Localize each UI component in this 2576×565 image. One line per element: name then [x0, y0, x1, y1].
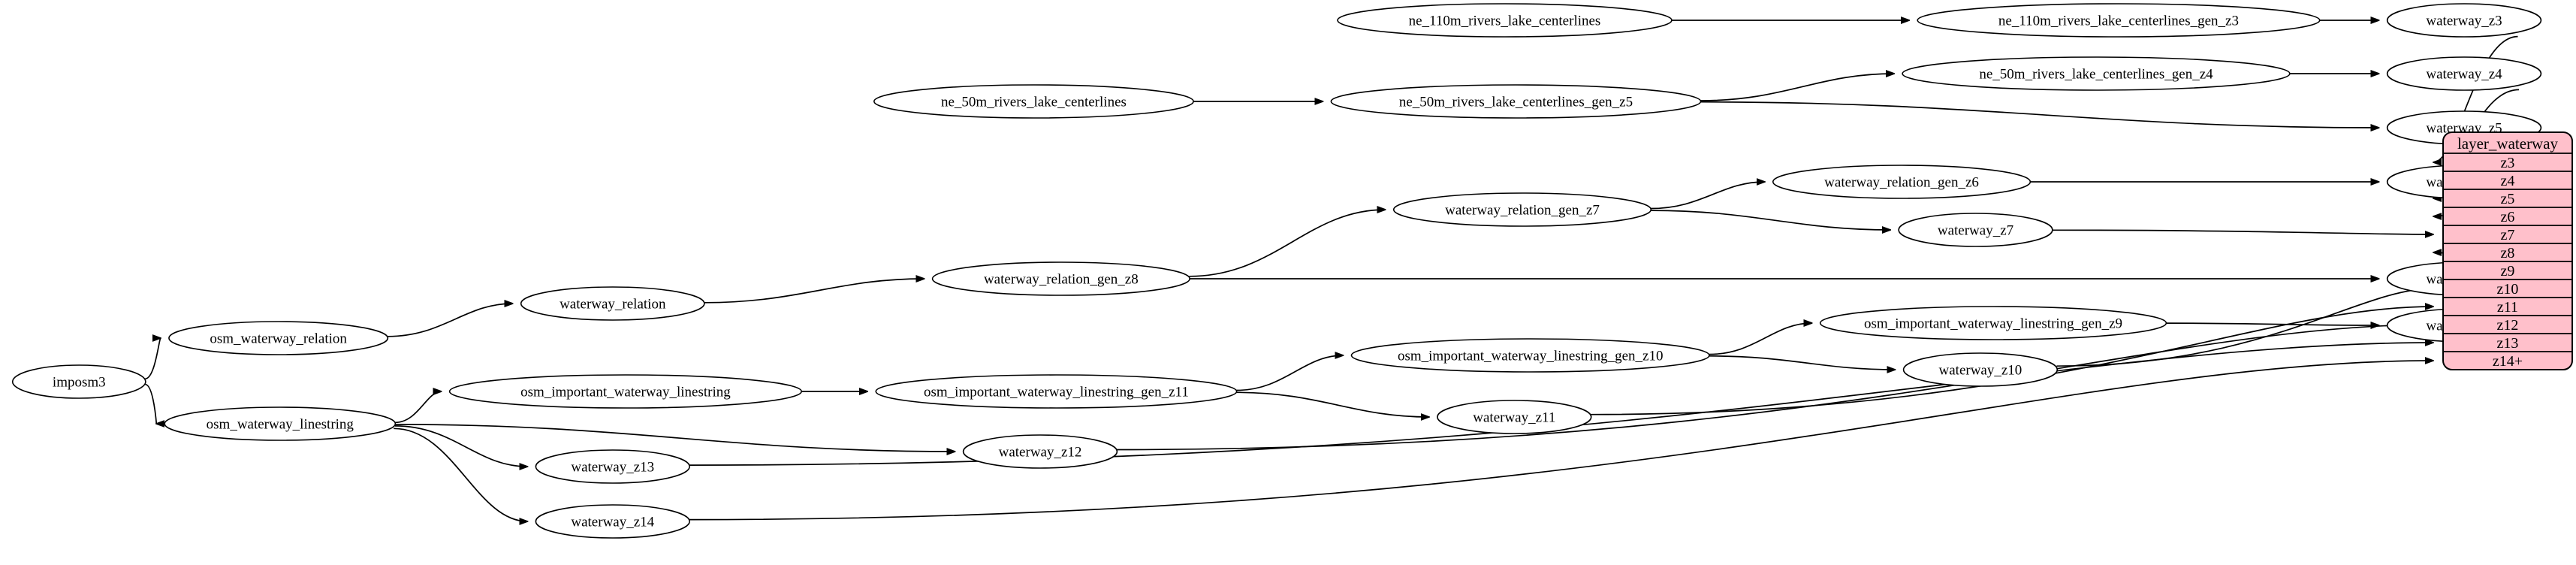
node-waterway_z4[interactable]: waterway_z4 [2386, 56, 2542, 91]
node-ne_110m_rivers_lake_centerlines_gen_z3[interactable]: ne_110m_rivers_lake_centerlines_gen_z3 [1917, 3, 2321, 38]
nodes-layer: imposm3 osm_waterway_relation osm_waterway… [11, 3, 2542, 539]
node-shape-waterway_relation_gen_z6 [1772, 165, 2032, 199]
edge-osm_waterway_linestring-to-waterway_z13 [394, 425, 528, 467]
node-shape-waterway_z14 [535, 504, 690, 539]
record-cell-z5[interactable]: z5 [2501, 191, 2515, 207]
node-osm_important_waterway_linestring_gen_z9[interactable]: osm_important_waterway_linestring_gen_z9 [1819, 306, 2167, 340]
node-shape-ne_110m_rivers_lake_centerlines_gen_z3 [1917, 3, 2321, 38]
node-waterway_relation_gen_z7[interactable]: waterway_relation_gen_z7 [1392, 192, 1652, 227]
node-ne_110m_rivers_lake_centerlines[interactable]: ne_110m_rivers_lake_centerlines [1337, 3, 1673, 38]
node-waterway_z7[interactable]: waterway_z7 [1898, 213, 2053, 247]
record-cell-z8[interactable]: z8 [2501, 245, 2515, 261]
edge-ne_50m_rivers_lake_centerlines_gen_z5-to-ne_50m_rivers_lake_centerlines_gen_z4 [1700, 74, 1895, 101]
record-node-title: layer_waterway [2457, 134, 2559, 153]
record-cell-z12[interactable]: z12 [2497, 317, 2519, 334]
edge-ne_50m_rivers_lake_centerlines_gen_z5-to-waterway_z5 [1700, 101, 2379, 128]
node-shape-ne_50m_rivers_lake_centerlines_gen_z4 [1902, 56, 2291, 91]
node-osm_important_waterway_linestring[interactable]: osm_important_waterway_linestring [448, 374, 802, 409]
edge-waterway_relation_gen_z7-to-waterway_z7 [1651, 210, 1890, 230]
node-waterway_z11[interactable]: waterway_z11 [1437, 400, 1592, 434]
node-shape-osm_important_waterway_linestring_gen_z9 [1819, 306, 2167, 340]
record-cell-z7[interactable]: z7 [2501, 227, 2515, 243]
record-cell-z6[interactable]: z6 [2501, 209, 2515, 225]
edge-osm_important_waterway_linestring_gen_z10-to-osm_important_waterway_linestring_gen_z9 [1709, 323, 1812, 355]
node-osm_important_waterway_linestring_gen_z11[interactable]: osm_important_waterway_linestring_gen_z1… [875, 374, 1238, 409]
node-osm_important_waterway_linestring_gen_z10[interactable]: osm_important_waterway_linestring_gen_z1… [1350, 338, 1710, 373]
record-node-layer-waterway[interactable]: layer_waterway z3 z4 z5 z6 z7 z8 z9 z10z11z12z13… [2442, 131, 2573, 370]
node-shape-waterway_z7 [1898, 213, 2053, 247]
edge-osm_important_waterway_linestring_gen_z10-to-waterway_z10 [1709, 355, 1896, 370]
node-waterway_relation_gen_z6[interactable]: waterway_relation_gen_z6 [1772, 165, 2032, 199]
node-shape-waterway_relation [520, 286, 705, 321]
node-shape-waterway_relation_gen_z8 [931, 261, 1190, 296]
node-waterway_z14[interactable]: waterway_z14 [535, 504, 690, 539]
node-shape-waterway_relation_gen_z7 [1392, 192, 1652, 227]
edge-waterway_z12-to-layer_waterway-z12 [1117, 325, 2433, 451]
node-shape-ne_50m_rivers_lake_centerlines_gen_z5 [1330, 84, 1702, 119]
node-waterway_z3[interactable]: waterway_z3 [2386, 3, 2542, 38]
record-node-background [2442, 131, 2573, 370]
node-waterway_relation_gen_z8[interactable]: waterway_relation_gen_z8 [931, 261, 1190, 296]
record-cell-z11[interactable]: z11 [2497, 299, 2518, 316]
node-shape-waterway_z4 [2386, 56, 2542, 91]
record-cell-z14plus[interactable]: z14+ [2493, 353, 2523, 370]
node-waterway_z13[interactable]: waterway_z13 [535, 449, 690, 484]
edge-waterway_z14-to-layer_waterway-z14+ [689, 361, 2433, 521]
node-shape-osm_important_waterway_linestring_gen_z11 [875, 374, 1238, 409]
node-shape-waterway_z11 [1437, 400, 1592, 434]
edge-waterway_relation_gen_z8-to-waterway_relation_gen_z7 [1189, 210, 1386, 277]
node-shape-osm_waterway_relation [168, 321, 389, 355]
record-cell-z13[interactable]: z13 [2497, 335, 2519, 352]
edge-osm_waterway_linestring-to-waterway_z12 [395, 424, 955, 452]
node-shape-waterway_z13 [535, 449, 690, 484]
record-cell-z9[interactable]: z9 [2501, 263, 2515, 279]
node-imposm3[interactable]: imposm3 [11, 364, 146, 399]
node-shape-osm_important_waterway_linestring_gen_z10 [1350, 338, 1710, 373]
edge-osm_important_waterway_linestring_gen_z11-to-osm_important_waterway_linestring_gen_z10 [1236, 355, 1343, 391]
edge-osm_waterway_linestring-to-waterway_z14 [394, 428, 527, 521]
node-shape-waterway_z10 [1902, 352, 2059, 387]
edge-waterway_relation_gen_z7-to-waterway_relation_gen_z6 [1651, 182, 1765, 210]
edge-osm_important_waterway_linestring_gen_z9-to-waterway_z9 [2166, 323, 2378, 325]
edge-imposm3-to-osm_waterway_linestring [145, 383, 157, 424]
node-ne_50m_rivers_lake_centerlines[interactable]: ne_50m_rivers_lake_centerlines [873, 84, 1194, 119]
node-waterway_z12[interactable]: waterway_z12 [962, 434, 1118, 469]
edge-osm_important_waterway_linestring_gen_z11-to-waterway_z11 [1236, 391, 1429, 417]
node-ne_50m_rivers_lake_centerlines_gen_z5[interactable]: ne_50m_rivers_lake_centerlines_gen_z5 [1330, 84, 1702, 119]
edge-waterway_z11-to-layer_waterway-z11 [1591, 307, 2433, 415]
node-shape-waterway_z12 [962, 434, 1118, 469]
edge-imposm3-to-osm_waterway_relation [145, 338, 161, 379]
node-shape-imposm3 [11, 364, 146, 399]
edge-waterway_relation-to-waterway_relation_gen_z8 [704, 279, 925, 304]
edge-waterway_z7-to-layer_waterway-z7 [2052, 229, 2433, 234]
record-node-layer: layer_waterway z3 z4 z5 z6 z7 z8 z9 z10z11z12z13… [2442, 131, 2573, 370]
record-cell-z3[interactable]: z3 [2501, 155, 2515, 171]
node-shape-ne_110m_rivers_lake_centerlines [1337, 3, 1673, 38]
node-waterway_z10[interactable]: waterway_z10 [1902, 352, 2059, 387]
node-ne_50m_rivers_lake_centerlines_gen_z4[interactable]: ne_50m_rivers_lake_centerlines_gen_z4 [1902, 56, 2291, 91]
node-osm_waterway_linestring[interactable]: osm_waterway_linestring [164, 406, 397, 441]
node-shape-osm_waterway_linestring [164, 406, 397, 441]
record-cell-z4[interactable]: z4 [2501, 173, 2515, 189]
record-cell-z10[interactable]: z10 [2497, 281, 2519, 298]
node-waterway_relation[interactable]: waterway_relation [520, 286, 705, 321]
node-shape-osm_important_waterway_linestring [448, 374, 802, 409]
node-osm_waterway_relation[interactable]: osm_waterway_relation [168, 321, 389, 355]
edges-layer [145, 20, 2530, 521]
node-shape-ne_50m_rivers_lake_centerlines [873, 84, 1194, 119]
edge-osm_waterway_linestring-to-osm_important_waterway_linestring [395, 391, 441, 424]
edge-osm_waterway_relation-to-waterway_relation [388, 304, 513, 337]
node-shape-waterway_z3 [2386, 3, 2542, 38]
